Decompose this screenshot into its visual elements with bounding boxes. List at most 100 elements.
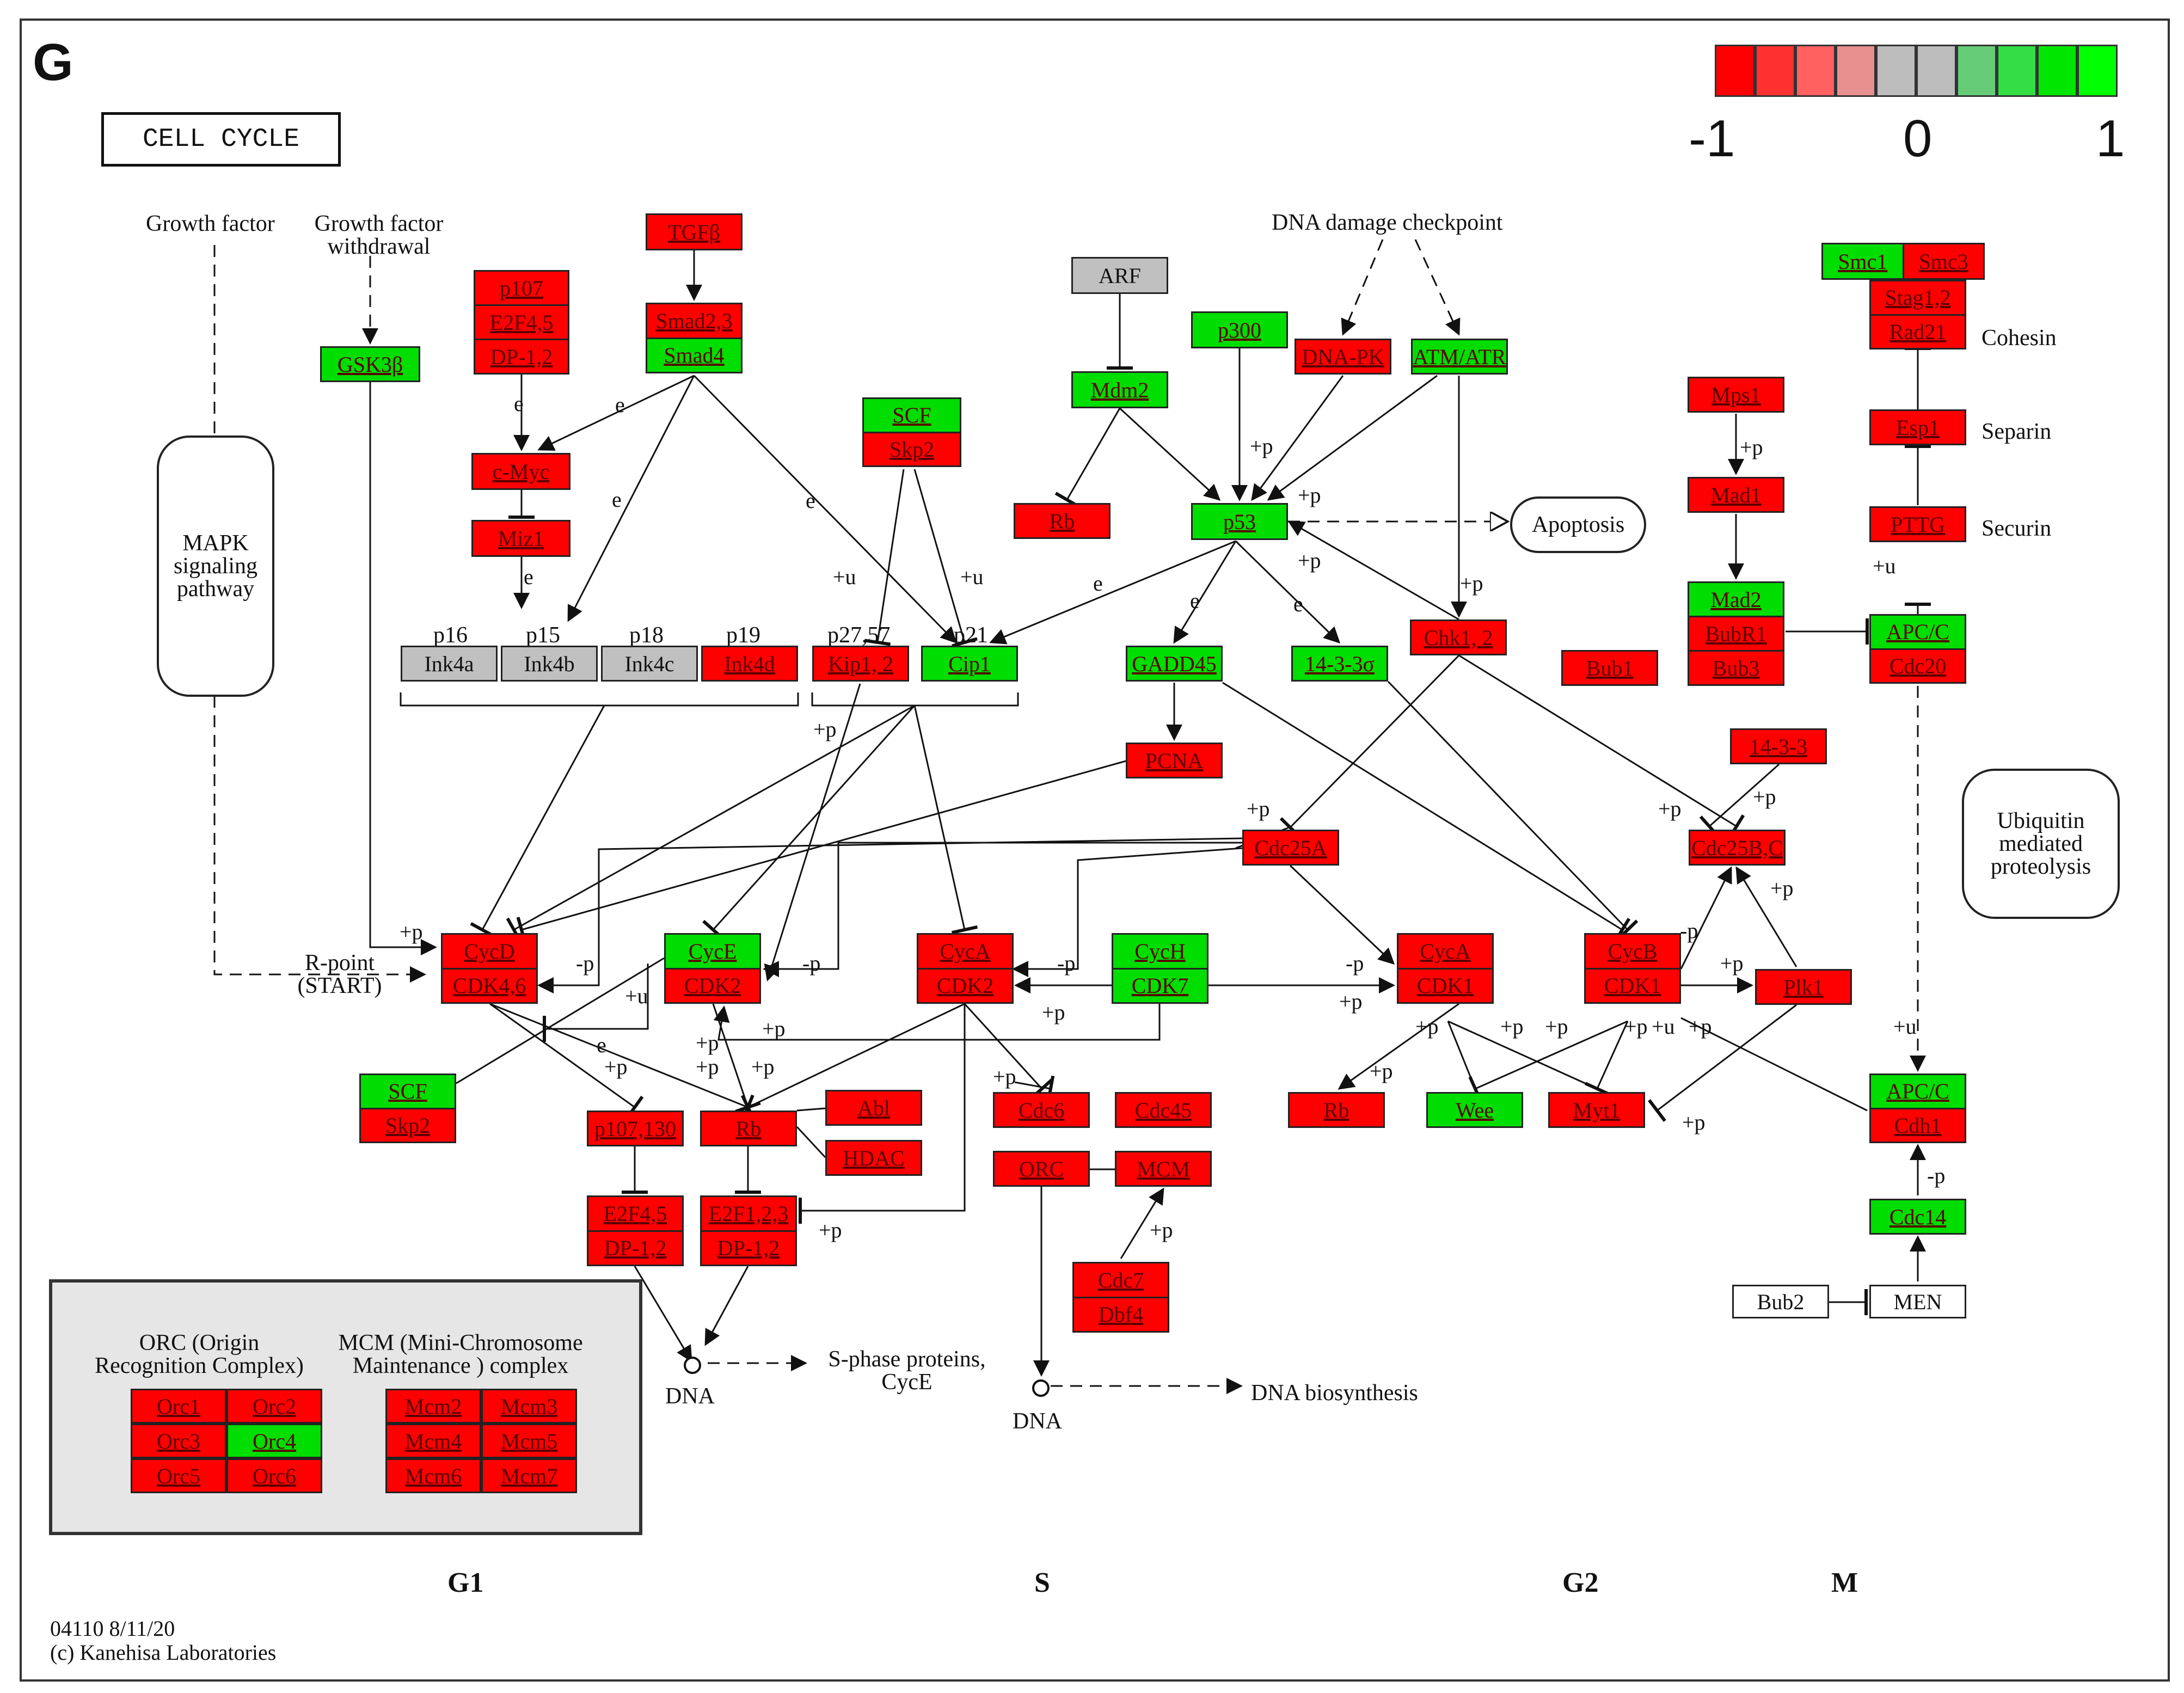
gene-node-cmyc[interactable]: c-Myc xyxy=(471,453,570,490)
gene-e2f4-5[interactable]: E2F4,5 xyxy=(475,304,568,339)
gene-cdc45[interactable]: Cdc45 xyxy=(1116,1094,1210,1126)
gene-14-3-3[interactable]: 14-3-3 xyxy=(1732,730,1825,763)
gene-skp2[interactable]: Skp2 xyxy=(361,1107,455,1142)
legend-gene-mcm6[interactable]: Mcm6 xyxy=(385,1458,481,1493)
gene-abl[interactable]: Abl xyxy=(827,1091,921,1124)
gene-node-myt1[interactable]: Myt1 xyxy=(1548,1092,1645,1128)
gene-node-mad1[interactable]: Mad1 xyxy=(1688,477,1784,513)
gene-hdac[interactable]: HDAC xyxy=(827,1142,921,1174)
gene-node-rb-g2[interactable]: Rb xyxy=(1288,1092,1385,1128)
gene-myt1[interactable]: Myt1 xyxy=(1550,1094,1643,1126)
legend-gene-mcm3[interactable]: Mcm3 xyxy=(481,1389,577,1424)
gene-dna-pk[interactable]: DNA-PK xyxy=(1296,340,1390,373)
gene-node-esp1[interactable]: Esp1 xyxy=(1869,409,1966,445)
gene-p53[interactable]: p53 xyxy=(1193,505,1286,538)
gene-node-ink4d[interactable]: Ink4d xyxy=(701,646,798,682)
gene-node-ink4c[interactable]: Ink4c xyxy=(601,646,698,682)
gene-cdc25b-c[interactable]: Cdc25B,C xyxy=(1690,831,1784,864)
gene-bub2[interactable]: Bub2 xyxy=(1734,1286,1827,1317)
gene-stag1-2[interactable]: Stag1,2 xyxy=(1871,281,1965,314)
gene-node-gsk3b[interactable]: GSK3β xyxy=(320,346,420,382)
gene-node-pttg[interactable]: PTTG xyxy=(1869,506,1966,542)
legend-gene-mcm2[interactable]: Mcm2 xyxy=(385,1389,481,1424)
legend-gene-orc4[interactable]: Orc4 xyxy=(226,1424,322,1458)
gene-mad1[interactable]: Mad1 xyxy=(1689,479,1783,511)
gene-cyce[interactable]: CycE xyxy=(666,935,759,968)
legend-gene-orc1[interactable]: Orc1 xyxy=(131,1389,226,1424)
gene-node-bub2[interactable]: Bub2 xyxy=(1732,1285,1829,1318)
gene-smc3[interactable]: Smc3 xyxy=(1902,244,1983,278)
gene-esp1[interactable]: Esp1 xyxy=(1871,411,1965,444)
gene-cdk2[interactable]: CDK2 xyxy=(918,967,1012,1002)
gene-node-pcna[interactable]: PCNA xyxy=(1126,743,1223,778)
gene-ink4a[interactable]: Ink4a xyxy=(402,647,496,680)
gene-mps1[interactable]: Mps1 xyxy=(1689,378,1783,411)
gene-node-orc[interactable]: ORC xyxy=(993,1151,1090,1187)
gene-cycb[interactable]: CycB xyxy=(1586,935,1679,968)
gene-node-mcm[interactable]: MCM xyxy=(1115,1151,1212,1187)
gene-node-chk12[interactable]: Chk1, 2 xyxy=(1410,619,1507,655)
gene-dp-1-2[interactable]: DP-1,2 xyxy=(588,1230,682,1265)
gene-node-mps1[interactable]: Mps1 xyxy=(1688,377,1784,413)
gene-cyca[interactable]: CycA xyxy=(918,935,1012,968)
gene-ink4c[interactable]: Ink4c xyxy=(603,647,696,680)
gene-orc[interactable]: ORC xyxy=(995,1152,1088,1185)
apoptosis-box[interactable]: Apoptosis xyxy=(1510,496,1646,553)
gene-14-3-3-[interactable]: 14-3-3σ xyxy=(1293,647,1387,680)
gene-node-atmatr[interactable]: ATM/ATR xyxy=(1411,339,1508,375)
gene-node-cip1[interactable]: Cip1 xyxy=(921,646,1018,682)
gene-smad4[interactable]: Smad4 xyxy=(647,337,741,372)
gene-kip1-2[interactable]: Kip1, 2 xyxy=(814,647,907,680)
gene-node-ink4a[interactable]: Ink4a xyxy=(401,646,498,682)
gene-node-tgfb[interactable]: TGFβ xyxy=(646,213,743,250)
gene-c-myc[interactable]: c-Myc xyxy=(473,455,569,488)
gene-scf[interactable]: SCF xyxy=(361,1075,455,1108)
gene-cdk1[interactable]: CDK1 xyxy=(1586,967,1679,1002)
gene-wee[interactable]: Wee xyxy=(1428,1094,1522,1126)
gene-mcm[interactable]: MCM xyxy=(1116,1152,1210,1185)
gene-node-miz1[interactable]: Miz1 xyxy=(471,520,570,557)
gene-node-abl[interactable]: Abl xyxy=(825,1090,922,1126)
gene-rb[interactable]: Rb xyxy=(702,1112,795,1145)
gene-node-p53[interactable]: p53 xyxy=(1191,503,1288,540)
gene-miz1[interactable]: Miz1 xyxy=(473,522,569,555)
gene-node-mdm2[interactable]: Mdm2 xyxy=(1071,371,1168,408)
gene-cdk1[interactable]: CDK1 xyxy=(1398,967,1492,1002)
gene-node-rb-top[interactable]: Rb xyxy=(1014,503,1111,539)
gene-node-rb-mid[interactable]: Rb xyxy=(700,1111,797,1146)
gene-node-men[interactable]: MEN xyxy=(1869,1285,1966,1318)
gene-apc-c[interactable]: APC/C xyxy=(1871,1075,1965,1108)
gene-scf[interactable]: SCF xyxy=(864,399,960,432)
gene-node-ink4b[interactable]: Ink4b xyxy=(501,646,598,682)
gene-node-arf[interactable]: ARF xyxy=(1071,257,1168,294)
gene-mad2[interactable]: Mad2 xyxy=(1689,583,1783,616)
gene-cycd[interactable]: CycD xyxy=(443,935,536,968)
gene-rad21[interactable]: Rad21 xyxy=(1871,314,1965,348)
gene-cdc25a[interactable]: Cdc25A xyxy=(1244,831,1338,864)
gene-mdm2[interactable]: Mdm2 xyxy=(1073,373,1167,407)
gene-atm-atr[interactable]: ATM/ATR xyxy=(1413,340,1506,373)
gene-p107-130[interactable]: p107,130 xyxy=(588,1112,682,1145)
gene-cdc14[interactable]: Cdc14 xyxy=(1871,1200,1965,1233)
gene-cip1[interactable]: Cip1 xyxy=(923,647,1016,680)
gene-node-plk1[interactable]: Plk1 xyxy=(1755,969,1852,1005)
gene-node-p300[interactable]: p300 xyxy=(1191,311,1288,348)
gene-bubr1[interactable]: BubR1 xyxy=(1689,616,1783,650)
ubiquitin-proteolysis-box[interactable]: Ubiquitin mediated proteolysis xyxy=(1962,769,2120,919)
gene-pttg[interactable]: PTTG xyxy=(1871,508,1965,541)
gene-node-cdc6[interactable]: Cdc6 xyxy=(993,1092,1090,1128)
gene-node-cdc25bc[interactable]: Cdc25B,C xyxy=(1689,830,1786,866)
mapk-pathway-box[interactable]: MAPK signaling pathway xyxy=(157,435,274,697)
gene-node-p107130[interactable]: p107,130 xyxy=(587,1111,684,1146)
gene-node-gadd45[interactable]: GADD45 xyxy=(1126,646,1223,682)
gene-cdk2[interactable]: CDK2 xyxy=(666,967,759,1002)
gene-cdc20[interactable]: Cdc20 xyxy=(1871,648,1965,682)
gene-cdk4-6[interactable]: CDK4,6 xyxy=(443,967,536,1002)
